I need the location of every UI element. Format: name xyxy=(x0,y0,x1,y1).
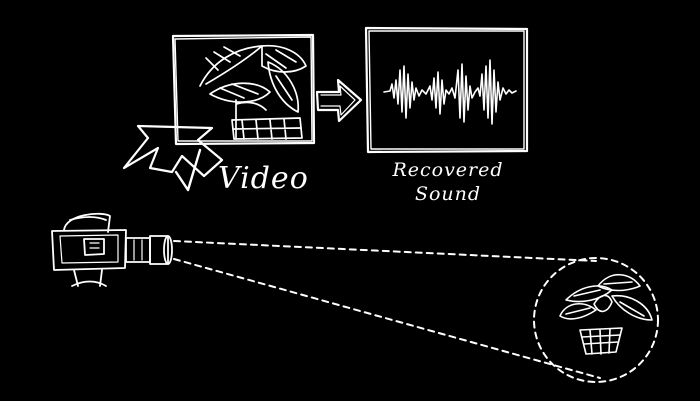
field-of-view-cone xyxy=(173,240,601,379)
leaf-plant-icon xyxy=(199,44,307,140)
recovered-sound-label: Recovered Sound xyxy=(388,158,508,206)
waveform-icon xyxy=(383,59,517,125)
potted-plant-icon xyxy=(559,273,653,355)
cursor-arrow-icon xyxy=(122,124,224,192)
target-circle xyxy=(533,257,659,383)
recovered-label: Recovered xyxy=(392,159,504,181)
sound-frame xyxy=(364,26,529,154)
video-frame xyxy=(171,33,316,146)
video-label: Video xyxy=(218,161,309,196)
video-camera-icon xyxy=(51,212,173,287)
arrow-right-icon xyxy=(315,78,363,123)
sound-label: Sound xyxy=(414,183,482,205)
